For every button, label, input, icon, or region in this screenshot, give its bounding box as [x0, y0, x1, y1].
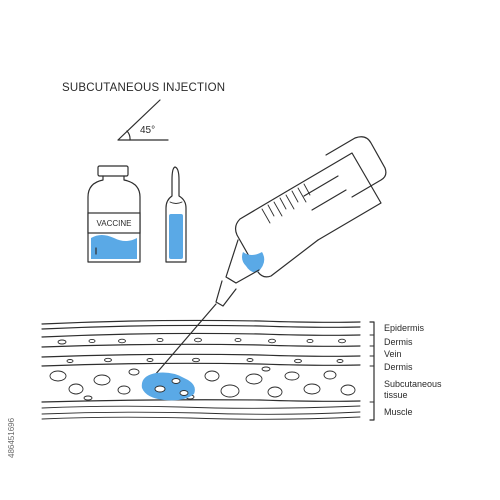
label-subcutaneous: Subcutaneous — [384, 379, 442, 389]
angle-label: 45° — [140, 125, 155, 136]
vaccine-vial-icon: VACCINE — [87, 165, 141, 263]
syringe-liquid — [242, 252, 265, 273]
ampoule-icon — [165, 166, 187, 263]
label-epidermis: Epidermis — [384, 323, 425, 333]
vial-label: VACCINE — [97, 219, 132, 228]
angle-icon: 45° — [117, 99, 169, 141]
dermis-cells — [57, 337, 346, 345]
injected-fluid — [141, 372, 195, 401]
ampoule-liquid — [169, 214, 183, 259]
label-muscle: Muscle — [384, 407, 413, 417]
skin-layers — [41, 319, 361, 420]
label-dermis-upper: Dermis — [384, 337, 413, 347]
syringe-icon — [147, 136, 387, 384]
label-dermis-lower: Dermis — [384, 362, 413, 372]
label-vein: Vein — [384, 349, 402, 359]
diagram-title: SUBCUTANEOUS INJECTION — [62, 82, 225, 94]
layer-brackets — [369, 321, 375, 421]
lower-dermis-cells — [66, 357, 344, 364]
fat-cells — [49, 366, 356, 401]
vial-liquid — [91, 235, 137, 259]
watermark-id: 486451696 — [7, 417, 16, 458]
label-tissue: tissue — [384, 390, 408, 400]
